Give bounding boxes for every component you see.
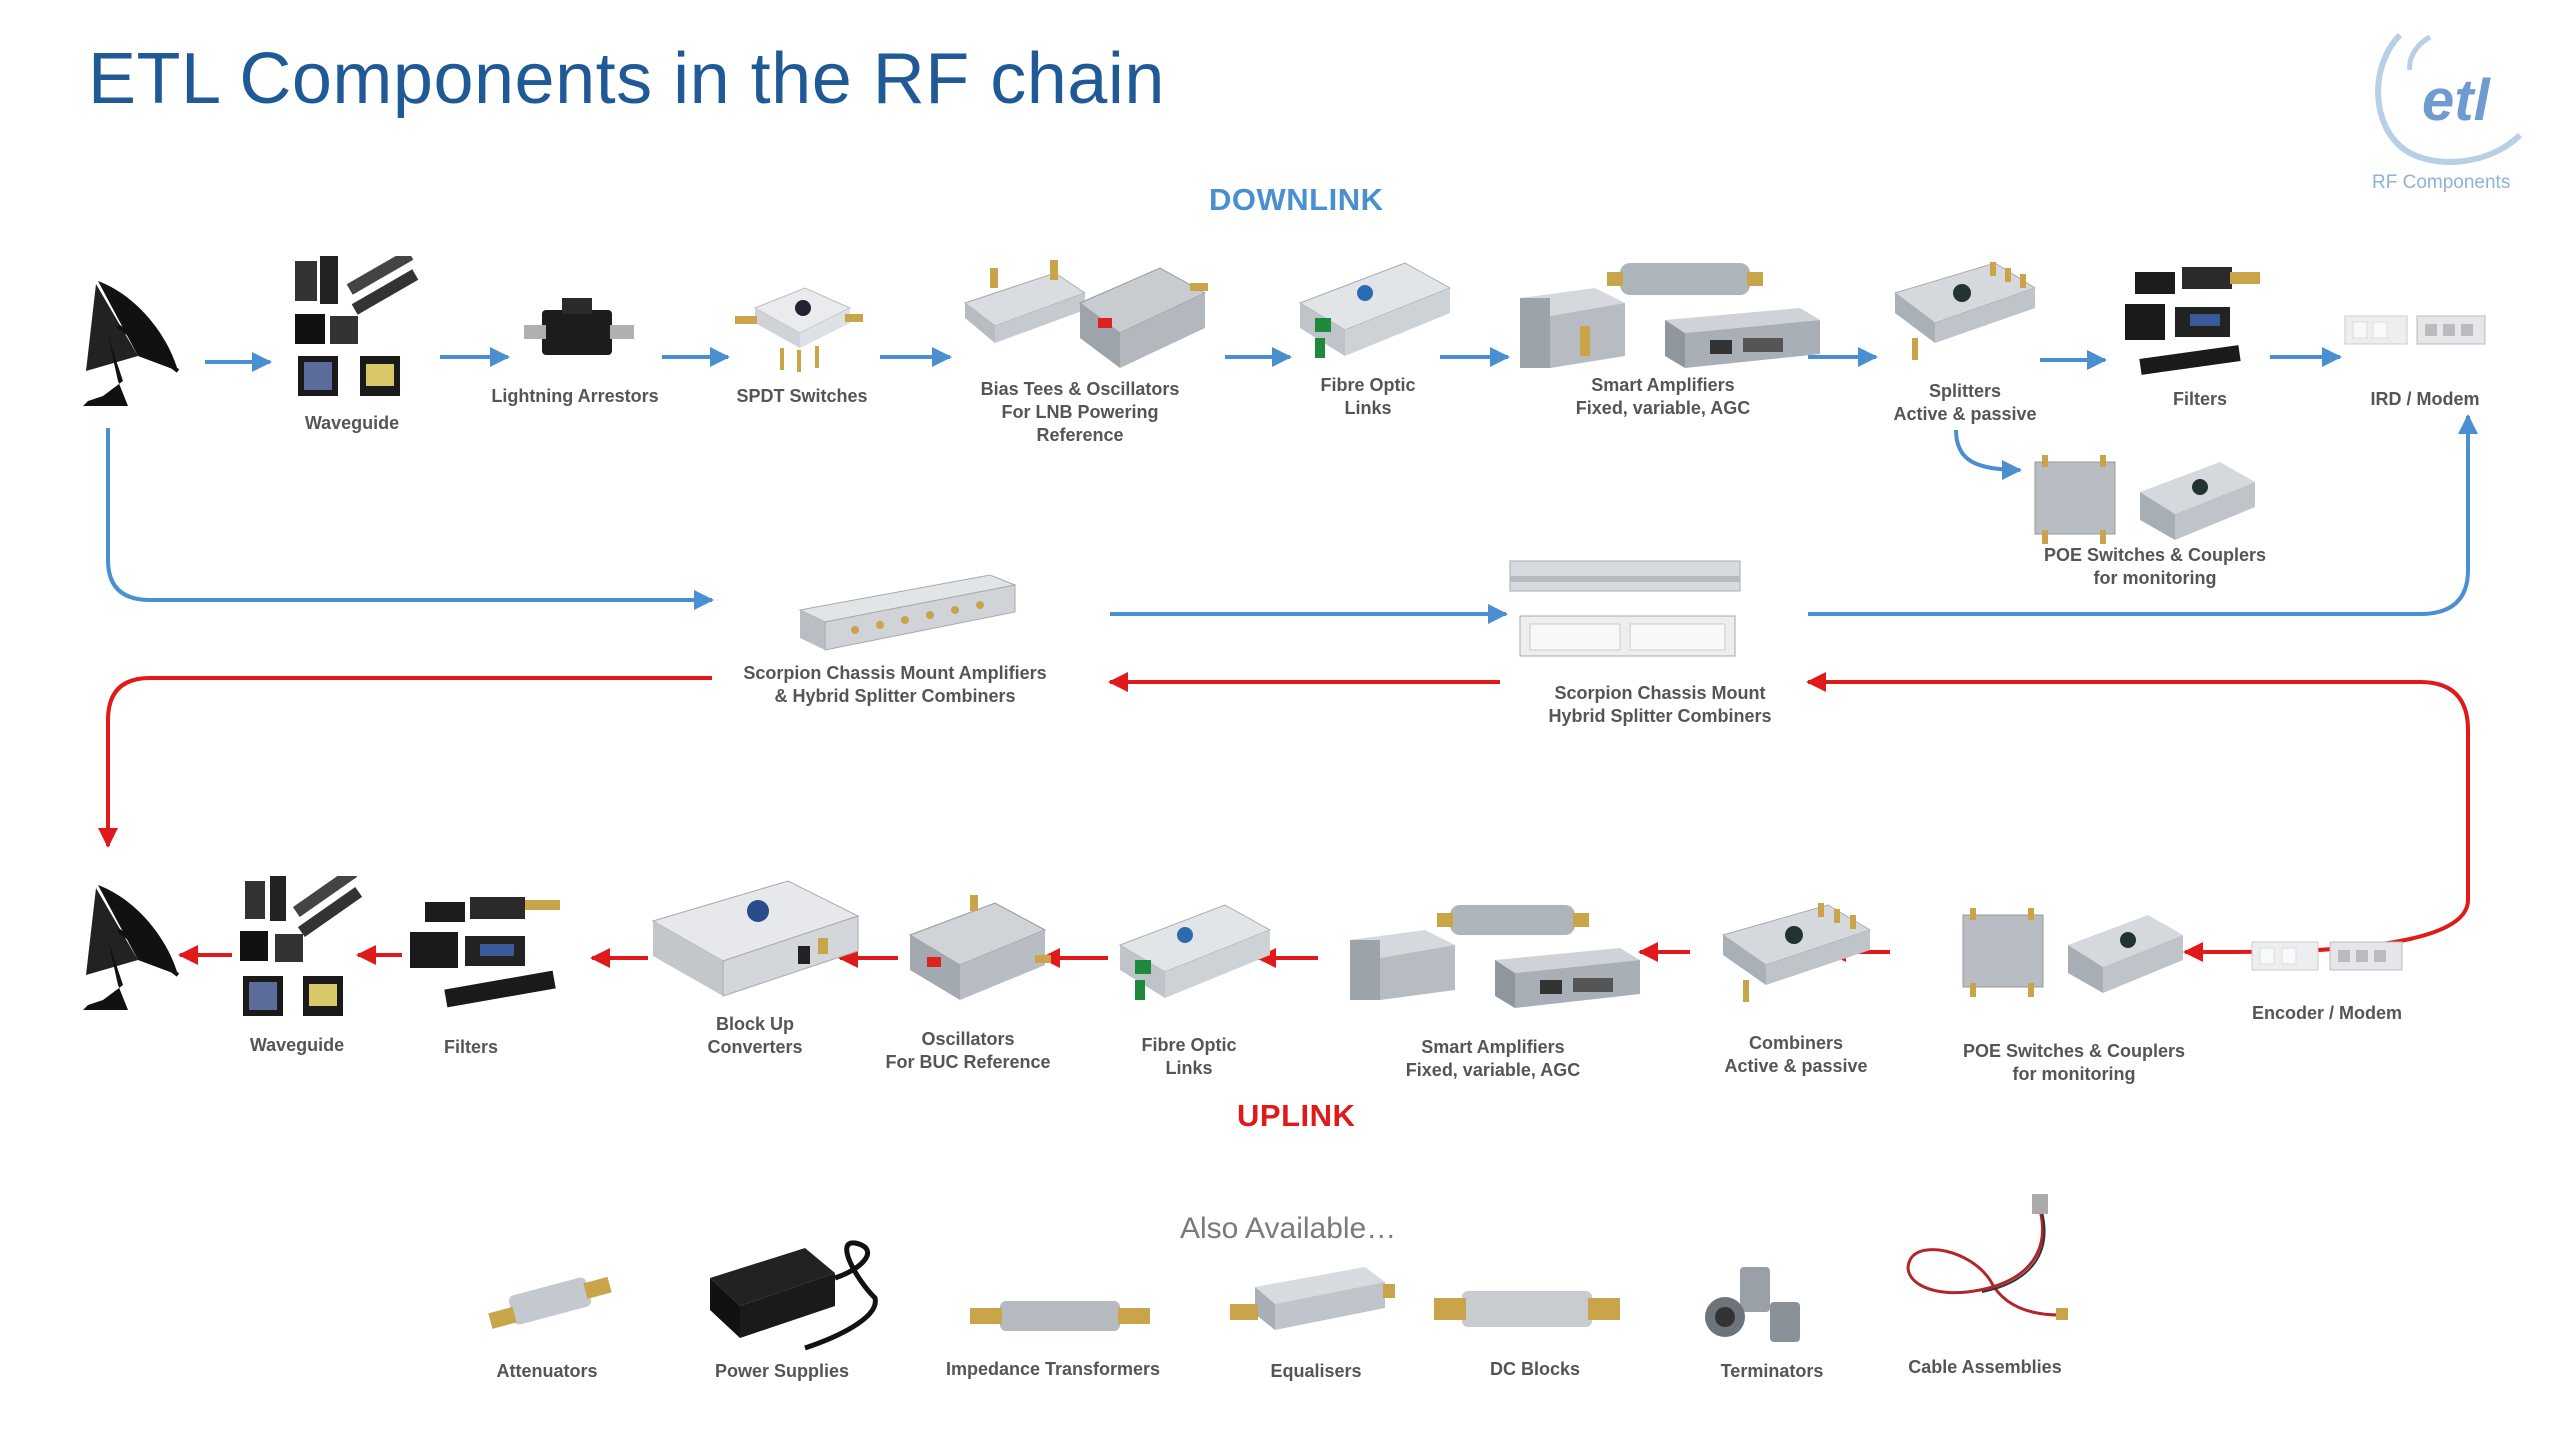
cable-assembly-icon	[1906, 1194, 2068, 1320]
label-terminators: Terminators	[1720, 1361, 1824, 1381]
label-downlink-waveguide: Waveguide	[304, 413, 400, 433]
label-cable-assemblies: Cable Assemblies	[1908, 1357, 2062, 1377]
downlink-heading: DOWNLINK	[1209, 182, 1384, 217]
encoder-modem-icon	[2251, 941, 2403, 971]
label-lightning-arrestors: Lightning Arrestors	[491, 386, 659, 406]
terminator-icon	[1705, 1267, 1800, 1342]
fibre-optic-link-icon	[1298, 262, 1452, 358]
page-title: ETL Components in the RF chain	[88, 39, 1165, 119]
chassis-combiner-icon	[1509, 560, 1741, 657]
poe-switch-icon	[2034, 455, 2255, 544]
uplink-heading: UPLINK	[1237, 1098, 1356, 1133]
attenuator-icon	[488, 1276, 612, 1329]
spdt-switch-icon	[735, 287, 863, 372]
logo-subtitle: RF Components	[2372, 172, 2511, 193]
impedance-transformer-icon	[970, 1301, 1150, 1331]
equaliser-icon	[1230, 1267, 1395, 1330]
downlink-arrows	[106, 347, 2478, 624]
satellite-dish-uplink-icon	[83, 885, 180, 1010]
label-encoder-modem: Encoder / Modem	[2251, 1003, 2403, 1023]
filter-icon	[410, 897, 560, 1008]
smart-amplifier-icon	[1350, 905, 1640, 1008]
label-power-supplies: Power Supplies	[714, 1361, 850, 1381]
logo-mark: etl	[2422, 68, 2492, 133]
also-available-heading: Also Available…	[1180, 1212, 1397, 1245]
combiner-icon	[1721, 903, 1872, 1002]
smart-amplifier-icon	[1520, 263, 1820, 368]
label-spdt-switches: SPDT Switches	[736, 386, 868, 406]
bias-tee-icon	[963, 260, 1208, 368]
label-downlink-filters: Filters	[2172, 389, 2228, 409]
oscillator-icon	[908, 895, 1051, 1000]
fibre-optic-link-icon	[1118, 904, 1272, 1000]
label-ird-modem: IRD / Modem	[2370, 389, 2480, 409]
waveguide-icon	[295, 256, 419, 396]
etl-logo: etl	[2375, 32, 2523, 165]
ird-modem-icon	[2344, 315, 2486, 345]
satellite-dish-downlink-icon	[83, 281, 180, 406]
label-attenuators: Attenuators	[496, 1361, 598, 1381]
dc-block-icon	[1434, 1291, 1620, 1327]
filter-icon	[2125, 267, 2260, 375]
poe-switch-icon	[1962, 908, 2183, 997]
lightning-arrestor-icon	[524, 298, 634, 355]
uplink-arrows	[98, 672, 2470, 968]
chassis-amplifier-icon	[798, 574, 1017, 651]
label-uplink-filters: Filters	[443, 1037, 499, 1057]
waveguide-icon	[240, 876, 363, 1016]
splitter-icon	[1893, 262, 2037, 360]
label-dc-blocks: DC Blocks	[1489, 1359, 1581, 1379]
block-up-converter-icon	[651, 880, 860, 997]
label-impedance-transformers: Impedance Transformers	[945, 1359, 1161, 1379]
label-uplink-waveguide: Waveguide	[249, 1035, 345, 1055]
power-supply-icon	[710, 1240, 878, 1351]
label-equalisers: Equalisers	[1270, 1361, 1362, 1381]
label-scorpion-amplifiers: Scorpion Chassis Mount Amplifiers& Hybri…	[743, 663, 1047, 706]
